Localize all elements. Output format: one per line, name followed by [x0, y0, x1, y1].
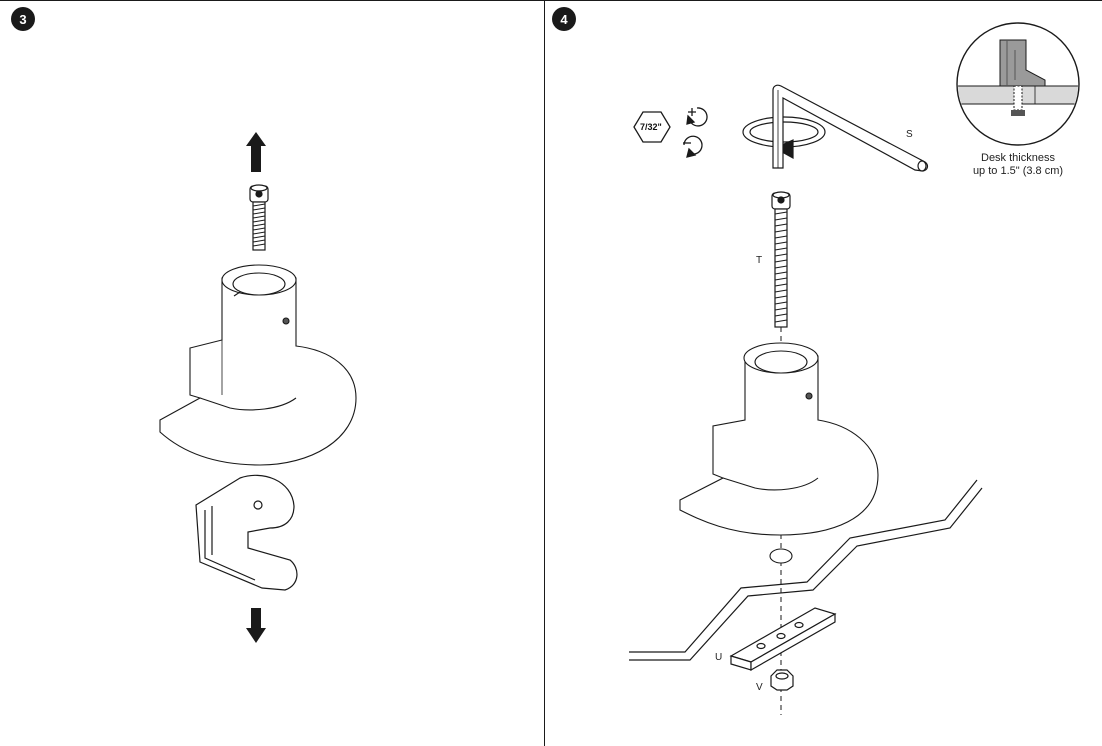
- mount-base: [159, 264, 357, 466]
- caption-line-2: up to 1.5" (3.8 cm): [972, 165, 1064, 177]
- mount-base: [679, 342, 879, 536]
- desk-surface-outline: [629, 479, 983, 661]
- rotate-minus-icon: [683, 135, 703, 158]
- c-clamp: [195, 474, 298, 591]
- page-top-border: [0, 0, 1102, 1]
- rotate-plus-icon: [686, 107, 708, 127]
- step-3-panel: 3: [0, 0, 544, 746]
- step-number-badge: 4: [552, 7, 576, 31]
- desk-thickness-detail: [956, 22, 1080, 146]
- long-bolt: [771, 191, 791, 328]
- panel-divider: [544, 0, 545, 746]
- step-number-badge: 3: [11, 7, 35, 31]
- step-3-illustration: [159, 132, 357, 643]
- hex-nut: [770, 669, 794, 691]
- arrow-down-icon: [246, 608, 266, 643]
- part-label-u: U: [715, 652, 723, 663]
- rotation-arrow-icon: [742, 116, 826, 160]
- step-4-illustration: [629, 22, 1080, 715]
- hex-key: [772, 84, 929, 172]
- screw: [249, 184, 269, 251]
- part-label-t: T: [756, 255, 763, 266]
- desk-hole: [769, 548, 793, 564]
- hex-key-size-label: 7/32": [640, 122, 662, 132]
- arrow-up-icon: [246, 132, 266, 172]
- part-label-v: V: [756, 682, 763, 693]
- hex-key-size-icon: [633, 111, 671, 143]
- part-label-s: S: [906, 129, 913, 140]
- backing-plate: [729, 607, 837, 672]
- step-4-panel: 4: [545, 0, 1102, 746]
- caption-line-1: Desk thickness: [981, 152, 1055, 164]
- desk-thickness-caption: Desk thickness up to 1.5" (3.8 cm): [948, 152, 1088, 178]
